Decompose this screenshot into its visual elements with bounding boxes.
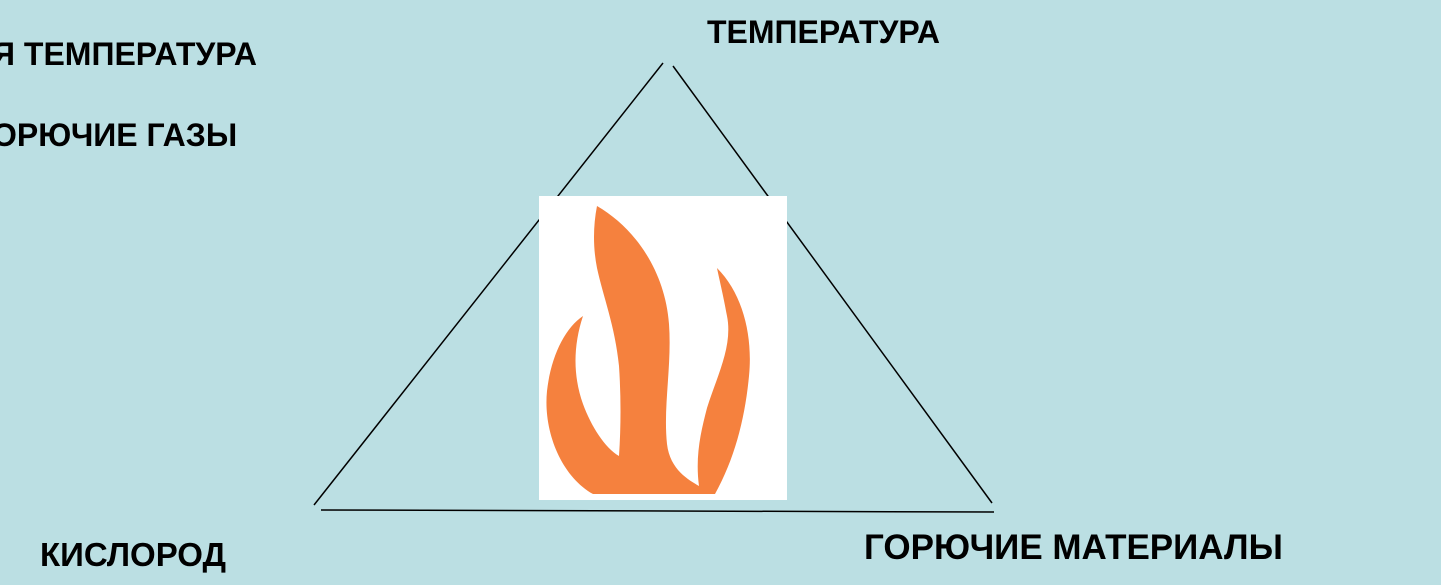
flame-inner — [679, 396, 697, 466]
label-temperatura: ТЕМПЕРАТУРА — [707, 16, 940, 48]
side-note-gases: ОРЮЧИЕ ГАЗЫ — [0, 119, 237, 151]
triangle-base — [321, 510, 994, 512]
label-goryuchie-materialy: ГОРЮЧИЕ МАТЕРИАЛЫ — [864, 530, 1283, 565]
side-note-temperature: Я ТЕМПЕРАТУРА — [0, 38, 257, 70]
flame-icon — [539, 196, 787, 500]
flame-shape — [546, 206, 749, 494]
label-kislorod: КИСЛОРОД — [40, 538, 226, 571]
